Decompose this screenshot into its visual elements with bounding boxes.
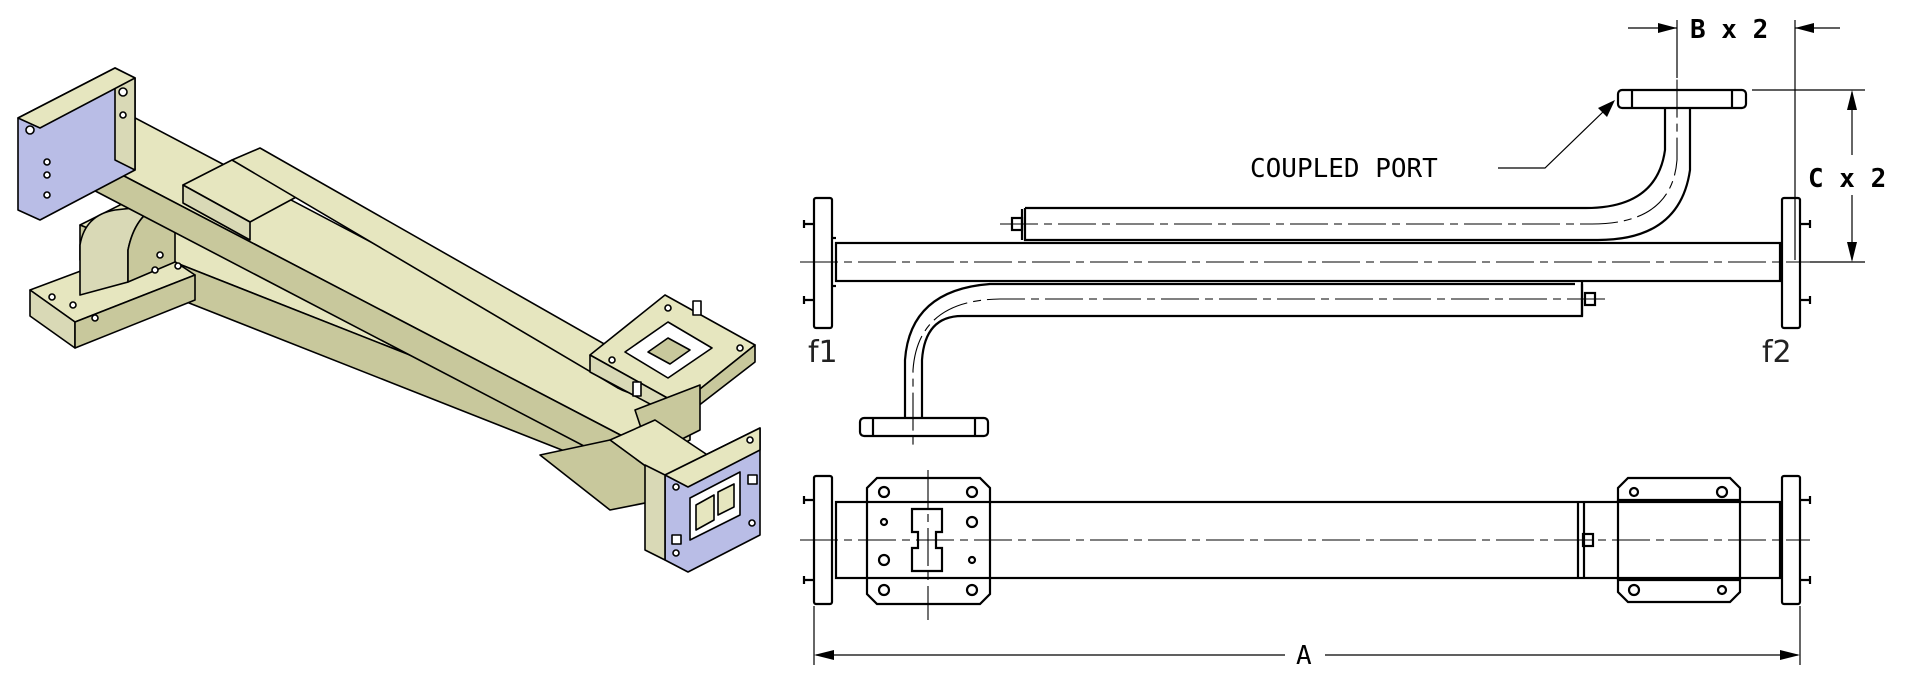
plan-end-cap — [1581, 532, 1595, 548]
plan-flange-aperture — [910, 507, 944, 573]
bolt-hole — [877, 553, 891, 567]
lower-port-flange — [858, 416, 990, 438]
lower-arm-centerline — [912, 298, 1605, 448]
main-waveguide — [834, 241, 1782, 283]
flange-f1 — [812, 196, 834, 330]
dowel-pin — [692, 300, 702, 316]
right-flange-slot-1 — [695, 494, 715, 531]
flange-f2 — [1780, 196, 1802, 330]
bolt-hole — [965, 485, 979, 499]
lower-arm-outer — [920, 282, 1584, 418]
bolt-hole — [877, 583, 891, 597]
bolt-hole — [43, 171, 51, 179]
coupled-port-label: COUPLED PORT — [1250, 154, 1438, 184]
bolt-hole — [119, 111, 127, 119]
bolt-hole — [91, 314, 99, 322]
port-f1-label: f1 — [808, 335, 838, 370]
left-flange-edge — [17, 67, 136, 129]
plan-flange-f1 — [812, 474, 834, 606]
plan-side-flange-bottom — [1616, 578, 1742, 604]
bolt-hole — [151, 266, 159, 274]
right-flange-side — [644, 464, 666, 561]
upper-arm-inner — [1025, 108, 1667, 210]
dowel-pin — [747, 474, 758, 485]
sleeve-band-side — [182, 184, 251, 241]
coupled-flange-slot — [647, 337, 691, 365]
bolt-hole — [1716, 584, 1728, 596]
bolt-hole — [965, 515, 979, 529]
bolt-hole — [877, 485, 891, 499]
plan-body — [834, 500, 1782, 580]
plan-view: A — [800, 470, 1812, 671]
lower-arm-inner-curve — [903, 282, 1575, 418]
bolt-hole — [672, 549, 680, 557]
plan-flange-f2 — [1780, 474, 1802, 606]
bolt-hole — [608, 356, 616, 364]
bolt-hole — [664, 304, 672, 312]
dim-a-arrow — [814, 650, 834, 660]
dim-c-label: C x 2 — [1808, 164, 1886, 194]
right-flange-edge — [664, 427, 761, 488]
dim-a-arrow — [1780, 650, 1800, 660]
dim-a-label: A — [1296, 641, 1312, 671]
flange-f2-pins — [1800, 220, 1812, 304]
dowel-pin — [632, 381, 642, 397]
right-flange-slot-2 — [717, 483, 735, 516]
bolt-hole — [1715, 485, 1729, 499]
bolt-hole — [118, 87, 128, 97]
plan-flange-f1-pins — [802, 496, 814, 584]
bolt-hole — [43, 158, 51, 166]
isometric-view — [17, 67, 761, 573]
dowel-pin — [671, 534, 682, 545]
coupled-port-flange — [1616, 88, 1748, 110]
upper-arm-outer — [1023, 108, 1692, 242]
bolt-hole — [156, 251, 164, 259]
dim-b-label: B x 2 — [1690, 15, 1768, 45]
bolt-hole — [736, 344, 744, 352]
coupled-port-arrow — [1598, 100, 1615, 117]
bolt-hole — [1627, 583, 1641, 597]
plan-square-flange — [865, 476, 992, 606]
lower-arm-end-cap — [1583, 291, 1597, 307]
front-view: COUPLED PORT f1 f2 B x 2 C x 2 — [800, 15, 1886, 448]
bolt-hole — [69, 301, 77, 309]
upper-arm-centerline — [1000, 78, 1678, 225]
bolt-hole — [748, 519, 756, 527]
coupled-port-leader — [1498, 109, 1606, 169]
bolt-hole — [746, 436, 754, 444]
left-foot-flange-side — [74, 274, 196, 349]
bolt-hole — [43, 191, 51, 199]
bolt-hole — [174, 262, 182, 270]
dim-b-arrow — [1795, 23, 1814, 33]
dim-c-arrow — [1847, 242, 1857, 262]
port-f2-label: f2 — [1762, 335, 1792, 370]
flange-f1-pins — [802, 220, 814, 304]
dim-b-arrow — [1658, 23, 1677, 33]
bolt-hole — [965, 583, 979, 597]
dim-c-arrow — [1847, 90, 1857, 110]
bolt-hole — [879, 517, 889, 527]
bolt-hole — [1628, 486, 1640, 498]
bolt-hole — [48, 293, 56, 301]
plan-flange-f2-pins — [1800, 496, 1812, 584]
bolt-hole — [672, 483, 680, 491]
bolt-hole — [25, 125, 35, 135]
bolt-hole — [967, 555, 977, 565]
